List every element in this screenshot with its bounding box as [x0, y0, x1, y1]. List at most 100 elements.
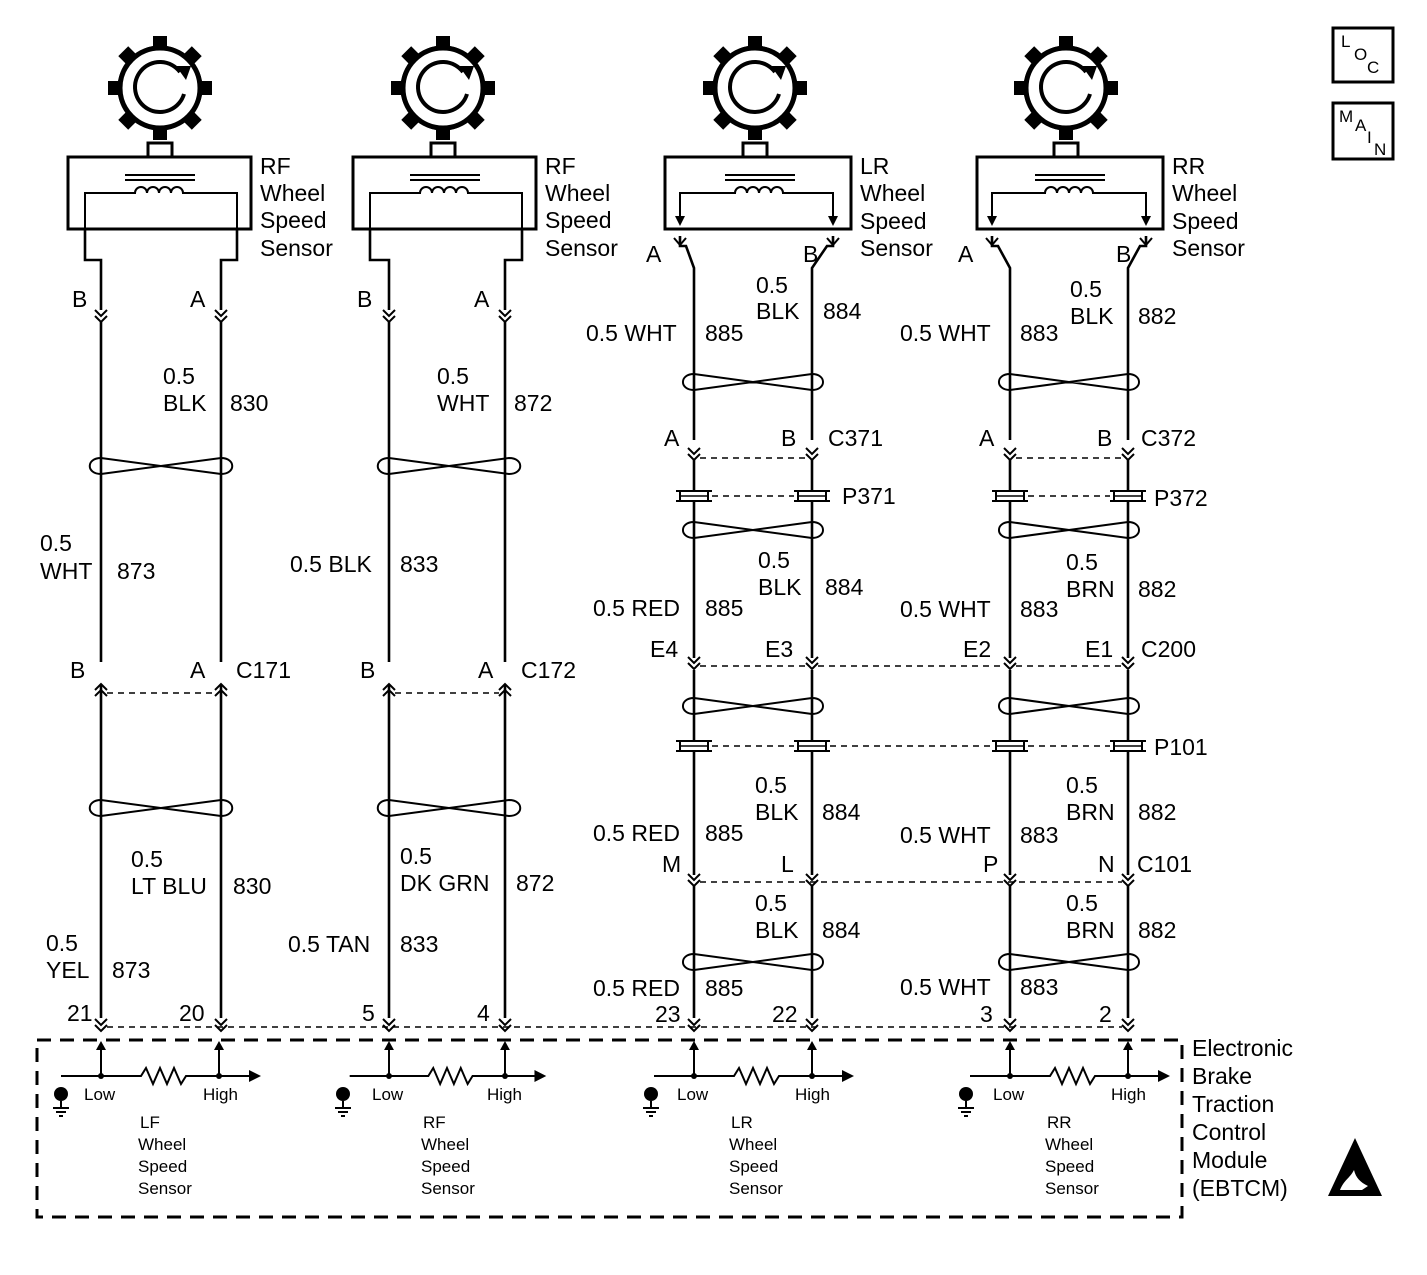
wire-circuit-number: 883	[1020, 596, 1058, 622]
wire-circuit-number: 884	[825, 574, 864, 600]
wire-color: BRN	[1066, 799, 1115, 825]
wire-size: 0.5	[755, 890, 787, 916]
ground-icon	[334, 1086, 352, 1117]
pin-label: B	[70, 657, 85, 683]
sensor-name-2: Wheel	[860, 180, 925, 206]
wire-circuit-number: 833	[400, 931, 438, 957]
circuit-1: B A 0.5 BLK 830 0.5 WHT 873 B A C171 0.5…	[40, 229, 291, 1032]
twisted-pair-icon	[376, 457, 522, 475]
wire-circuit-number: 885	[705, 820, 743, 846]
module-input-rr: Low High RR Wheel Speed Sensor	[957, 1040, 1171, 1198]
connector-pin-icon	[1003, 873, 1017, 887]
wire-circuit-number: 872	[514, 390, 552, 416]
main-button[interactable]: M A I N	[1331, 101, 1395, 161]
pin-label: A	[979, 425, 995, 451]
wire-circuit-number: 883	[1020, 822, 1058, 848]
sensor-4: RR Wheel Speed Sensor	[975, 36, 1245, 261]
wire-spec: 0.5 WHT	[900, 822, 991, 848]
wire-spec: 0.5 WHT	[900, 974, 991, 1000]
splice-id: P371	[842, 483, 896, 509]
module-input-lf: Low High LF Wheel Speed Sensor	[52, 1040, 262, 1198]
splice-pack-icon	[1109, 490, 1147, 502]
wire-size: 0.5	[400, 843, 432, 869]
sensor-name-3: Speed	[860, 208, 927, 234]
pin-label: E3	[765, 636, 793, 662]
wire-color: WHT	[437, 390, 489, 416]
input-name-line: Wheel	[138, 1135, 186, 1154]
circuit-3: A B 0.5 WHT 885 0.5 BLK 884 A B C371 P37…	[586, 236, 896, 1032]
input-circuit-icon	[348, 1040, 548, 1085]
sensor-name-4: Sensor	[1172, 235, 1245, 261]
pin-label: A	[190, 286, 206, 312]
input-name-line: Wheel	[729, 1135, 777, 1154]
sensor-name-4: Sensor	[545, 235, 618, 261]
connector-id: C171	[236, 657, 291, 683]
wire-spec: 0.5 RED	[593, 820, 680, 846]
pin-label: B	[803, 241, 818, 267]
wire-color: BLK	[755, 917, 799, 943]
module-title-line: Control	[1192, 1119, 1266, 1145]
sensor-2: RF Wheel Speed Sensor	[351, 36, 618, 261]
sensor-name-2: Wheel	[1172, 180, 1237, 206]
splice-pack-icon	[793, 490, 831, 502]
connector-pin-icon	[687, 1018, 701, 1032]
wire-circuit-number: 872	[516, 870, 554, 896]
wire-circuit-number: 885	[705, 320, 743, 346]
connector-pin-icon	[1121, 656, 1135, 670]
sensor-name-4: Sensor	[260, 235, 333, 261]
connector-pin-icon	[94, 309, 108, 323]
connector-pin-icon	[214, 1018, 228, 1032]
loc-button[interactable]: L O C	[1331, 26, 1395, 84]
sensor-3: LR Wheel Speed Sensor	[663, 36, 933, 261]
wire-size: 0.5	[131, 846, 163, 872]
wire-color: LT BLU	[131, 873, 207, 899]
sensor-1: RF Wheel Speed Sensor	[66, 36, 333, 261]
connector-id: C372	[1141, 425, 1196, 451]
pin-label: B	[360, 657, 375, 683]
main-letter-a: A	[1355, 116, 1367, 135]
input-name-line: Speed	[138, 1157, 187, 1176]
splice-id: P372	[1154, 485, 1208, 511]
pin-label: A	[958, 241, 974, 267]
input-name-line: RF	[423, 1113, 446, 1132]
reluctor-wheel-icon	[108, 36, 212, 140]
module-title: Electronic Brake Traction Control Module…	[1192, 1035, 1293, 1201]
wire-circuit-number: 830	[230, 390, 268, 416]
ground-icon	[642, 1086, 660, 1117]
input-circuit-icon	[653, 1040, 855, 1085]
splice-pack-icon	[675, 490, 713, 502]
twisted-pair-icon	[997, 697, 1141, 715]
input-name-line: Sensor	[1045, 1179, 1099, 1198]
twisted-pair-icon	[88, 457, 234, 475]
high-label: High	[795, 1085, 830, 1104]
sensor-name-1: RF	[260, 153, 291, 179]
pin-label: A	[664, 425, 680, 451]
pin-label: B	[72, 286, 87, 312]
wire-circuit-number: 883	[1020, 974, 1058, 1000]
wire-color: BLK	[1070, 303, 1114, 329]
connector-pin-icon	[382, 309, 396, 323]
loc-letter-l: L	[1341, 32, 1350, 51]
pin-label: B	[1116, 241, 1131, 267]
wire-spec: 0.5 WHT	[586, 320, 677, 346]
wire-color: BRN	[1066, 576, 1115, 602]
connector-pin-icon	[1003, 447, 1017, 461]
pin-label: B	[357, 286, 372, 312]
pin-label: E1	[1085, 636, 1113, 662]
wire-circuit-number: 882	[1138, 799, 1176, 825]
input-name-line: LR	[731, 1113, 753, 1132]
terminal-number: 22	[772, 1001, 798, 1027]
connector-pin-icon	[805, 873, 819, 887]
low-label: Low	[993, 1085, 1025, 1104]
wire-spec: 0.5 BLK	[290, 551, 372, 577]
twisted-pair-icon	[88, 799, 234, 817]
high-label: High	[1111, 1085, 1146, 1104]
connector-pin-icon	[1121, 1018, 1135, 1032]
low-label: Low	[372, 1085, 404, 1104]
main-letter-m: M	[1339, 107, 1353, 126]
wire-circuit-number: 884	[822, 917, 861, 943]
module-input-lr: Low High LR Wheel Speed Sensor	[642, 1040, 855, 1198]
input-circuit-icon	[969, 1040, 1171, 1085]
terminal-number: 5	[362, 1000, 375, 1026]
input-name-line: Sensor	[421, 1179, 475, 1198]
